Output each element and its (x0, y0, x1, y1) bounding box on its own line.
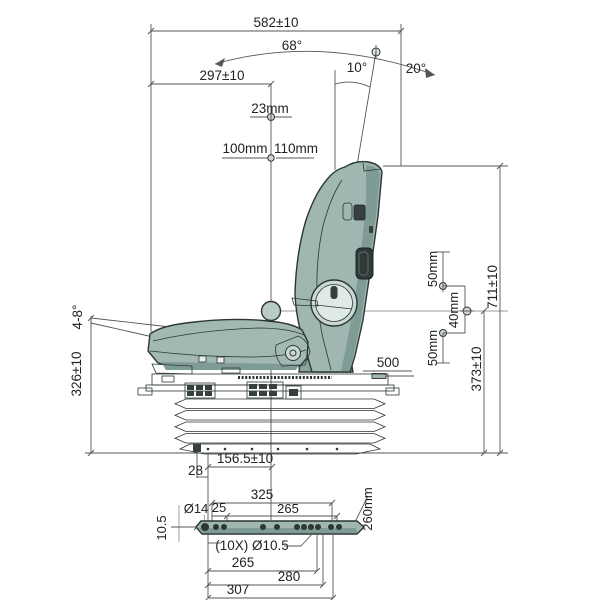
holes-note-label: (10X) Ø10.5 (215, 538, 289, 553)
dim-recline-forward-label: 68° (282, 38, 302, 53)
recline-lever (291, 297, 319, 307)
plate-hole (221, 524, 227, 530)
cushion-under-shadow (161, 362, 300, 370)
recliner-knob (315, 284, 353, 322)
hinge-bracket (275, 335, 311, 367)
plate-hole (274, 524, 280, 530)
recliner-knob-slot (330, 286, 338, 299)
plate-hole (336, 524, 342, 530)
plate-hole (213, 524, 219, 530)
slide-500-label: 500 (377, 355, 400, 370)
plate-depth-label: 260mm (360, 487, 375, 530)
seat-index-point-marker (260, 300, 282, 322)
dim-base-offsets: 156.5±10 28 (188, 451, 276, 598)
seat-cushion (147, 318, 309, 370)
bellows-rib (173, 421, 387, 432)
recline-arc: 68° 20° (214, 38, 436, 78)
backrest-latch (353, 204, 366, 221)
dim-center-offset-label: 156.5±10 (217, 451, 273, 466)
plate-hole (301, 524, 307, 530)
dim-overall-depth-label: 582±10 (254, 15, 299, 30)
rail-end-right (385, 387, 400, 396)
plate-hole-14 (201, 523, 209, 531)
backrest-button (369, 226, 373, 233)
dim-edge-offset-label: 28 (188, 463, 203, 478)
dim-overall-height: 711±10 (485, 162, 504, 457)
plate-hole (328, 524, 334, 530)
marker-23mm-label: 23mm (251, 101, 289, 116)
seat-side-view (137, 160, 400, 455)
base-tray (178, 443, 382, 455)
dim-front-to-center-label: 297±10 (200, 68, 245, 83)
dim-cushion-height-label: 326±10 (69, 352, 84, 397)
dim-reference-height-label: 373±10 (469, 347, 484, 392)
dim-overall-depth: 582±10 (147, 15, 405, 332)
marker-100-110: 100mm 110mm (222, 141, 318, 162)
plate-hole (315, 524, 321, 530)
dim-280-label: 280 (278, 569, 301, 584)
plate-hole (260, 524, 266, 530)
control-cluster (246, 381, 284, 399)
control-cluster (184, 382, 216, 399)
dim-cushion-angle-label: 4-8° (70, 305, 85, 330)
dim-307-label: 307 (227, 582, 250, 597)
dim-backrest-tilt-label: 10° (347, 60, 367, 75)
backrest-slot (342, 202, 353, 221)
plate-hole (308, 524, 314, 530)
cushion-button (216, 356, 225, 364)
mount-point-dims: 50mm 40mm 50mm (425, 251, 474, 366)
bellows-rib (173, 410, 387, 421)
dim-cushion-height: 326±10 (69, 314, 95, 457)
dim-25-label: 25 (212, 500, 226, 515)
dim-325-label: 325 (251, 487, 274, 502)
hinge-bolt (285, 345, 301, 361)
dim-upper-50-label: 50mm (425, 251, 440, 287)
bellows-rib (173, 398, 387, 409)
armrest (355, 247, 374, 280)
dim-lower-50-label: 50mm (425, 330, 440, 366)
cushion-button (198, 355, 207, 363)
bottom-view: 325 25 265 Ø14 10.5 260mm (10X) Ø10 (154, 487, 375, 600)
dim-265-bottom-label: 265 (232, 555, 255, 570)
marker-100mm-label: 100mm (222, 141, 267, 156)
marker-110mm-label: 110mm (274, 141, 318, 156)
dim-10-5-label: 10.5 (154, 515, 169, 540)
dim-overall-height-label: 711±10 (485, 265, 500, 309)
dim-265-top-label: 265 (277, 501, 299, 516)
dim-middle-40-label: 40mm (446, 292, 461, 328)
marker-23mm: 23mm (250, 101, 292, 123)
dim-reference-height: 373±10 (469, 307, 488, 457)
rail-end-left (137, 387, 153, 396)
slide-500: 500 (363, 355, 414, 379)
armrest-inner-line (358, 251, 369, 276)
plate-hole (294, 524, 300, 530)
dim-recline-rear-label: 20° (406, 61, 426, 76)
hole-dia-14-label: Ø14 (184, 501, 209, 516)
base-tray-clip (193, 444, 201, 452)
bellows-rib (173, 433, 387, 444)
